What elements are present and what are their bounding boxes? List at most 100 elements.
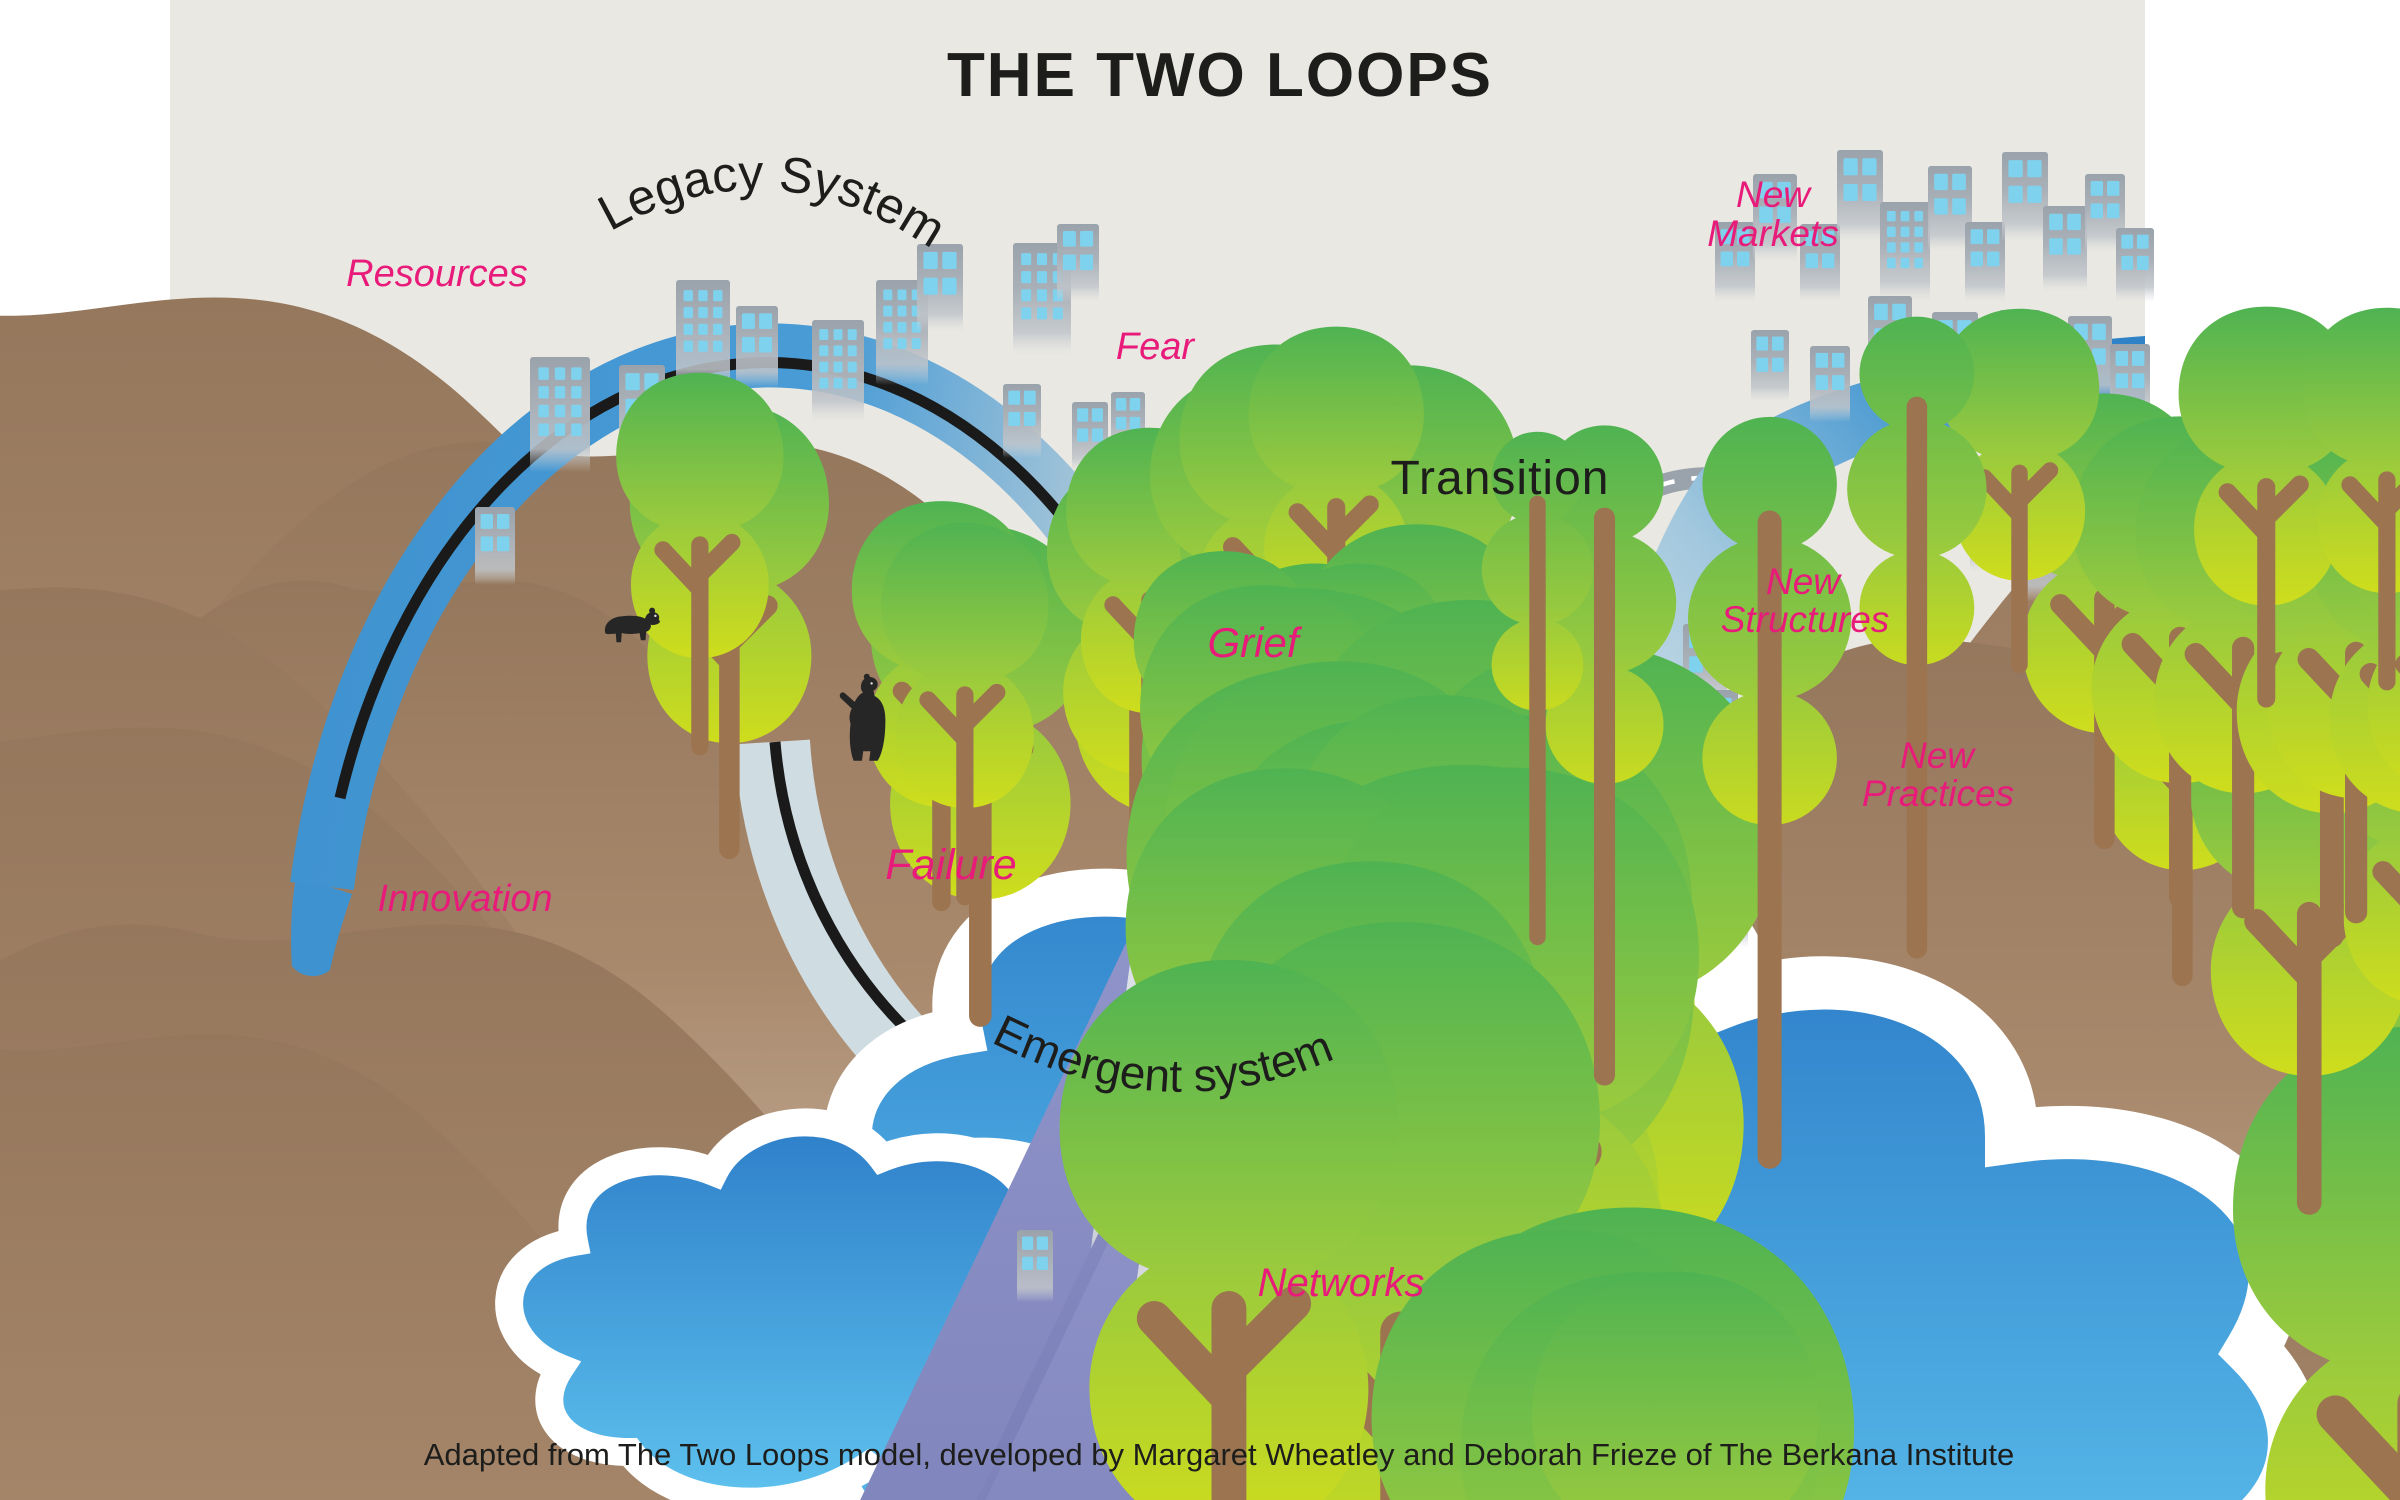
building-window <box>1080 231 1094 247</box>
building-window <box>1759 206 1773 223</box>
building-window <box>1091 428 1103 442</box>
building-window <box>833 329 843 340</box>
building-window <box>683 340 693 352</box>
building-window <box>1914 242 1923 253</box>
new-practices-label-line2: Practices <box>1862 773 2014 814</box>
building-window <box>554 423 566 436</box>
building-window <box>713 323 723 336</box>
building-window <box>1952 173 1966 191</box>
building-icon <box>676 280 730 392</box>
building-window <box>847 345 857 357</box>
building-window <box>1737 229 1750 245</box>
building-window <box>2067 213 2081 231</box>
building-window <box>1023 390 1036 405</box>
building-window <box>1900 211 1910 222</box>
building-window <box>847 377 857 389</box>
building-window <box>1080 254 1094 271</box>
building-window <box>847 361 857 373</box>
building-window <box>923 277 938 295</box>
building-window <box>1900 257 1910 269</box>
building-icon <box>475 507 515 585</box>
building-window <box>497 514 510 529</box>
building-window <box>571 386 582 399</box>
bear-walking-icon <box>604 607 661 643</box>
building-window <box>1689 656 1703 673</box>
building-window <box>1914 211 1923 222</box>
building-window <box>2092 348 2106 365</box>
building-window <box>1892 303 1906 321</box>
building-window <box>923 251 938 270</box>
building-window <box>2049 213 2063 231</box>
building-window <box>1021 271 1032 284</box>
grief-label: Grief <box>1207 619 1302 666</box>
building-window <box>2107 181 2120 196</box>
building-window <box>698 340 708 352</box>
building-window <box>1914 257 1923 269</box>
building-window <box>1720 229 1733 245</box>
building-window <box>2107 203 2120 219</box>
building-window <box>2049 238 2063 255</box>
building-window <box>1874 303 1888 321</box>
building-window <box>1062 231 1076 247</box>
new-markets-label-line1: New <box>1736 174 1812 215</box>
building-window <box>1934 173 1948 191</box>
building-window <box>1970 251 1983 267</box>
building-window <box>1737 251 1750 267</box>
building-window <box>897 289 907 301</box>
building-window <box>1887 211 1896 222</box>
building-window <box>942 277 957 295</box>
building-window <box>2067 238 2081 255</box>
building-window <box>819 361 829 373</box>
building-window <box>554 386 566 399</box>
building-window <box>480 514 493 529</box>
building-window <box>942 251 957 270</box>
building-icon <box>2085 174 2125 252</box>
new-markets-label-line2: Markets <box>1707 213 1839 254</box>
new-structures-label-line2: Structures <box>1721 599 1890 640</box>
building-window <box>1887 257 1896 269</box>
building-icon <box>2043 206 2087 292</box>
building-window <box>698 290 708 302</box>
attribution-footer: Adapted from The Two Loops model, develo… <box>424 1437 2015 1472</box>
building-icon <box>1003 384 1041 458</box>
building-window <box>819 377 829 389</box>
building-icon <box>1715 222 1755 302</box>
building-window <box>1952 198 1966 215</box>
building-icon <box>2002 152 2048 242</box>
bear-standing-icon <box>839 673 886 761</box>
building-window <box>833 377 843 389</box>
page-title: THE TWO LOOPS <box>947 41 1493 110</box>
building-window <box>1843 158 1858 176</box>
building-icon <box>530 357 590 472</box>
building-icon <box>1751 330 1789 402</box>
building-icon <box>1880 202 1930 302</box>
building-icon <box>2116 228 2154 302</box>
building-window <box>683 290 693 302</box>
building-icon <box>1753 174 1797 262</box>
building-window <box>571 404 582 418</box>
building-window <box>2136 234 2149 249</box>
building-window <box>2090 203 2103 219</box>
building-window <box>1914 226 1923 237</box>
building-window <box>1036 253 1048 266</box>
building-window <box>1771 336 1784 351</box>
building-window <box>538 423 549 436</box>
building-window <box>897 321 907 333</box>
building-window <box>2115 351 2128 366</box>
transition-label: Transition <box>1391 452 1610 505</box>
building-window <box>1832 375 1845 391</box>
building-window <box>1129 397 1141 411</box>
building-window <box>2121 255 2134 270</box>
building-icon <box>812 320 864 422</box>
building-window <box>683 323 693 336</box>
building-window <box>1934 198 1948 215</box>
building-window <box>497 536 510 552</box>
building-window <box>1987 229 2000 245</box>
building-window <box>1036 1256 1048 1270</box>
building-window <box>1021 307 1032 320</box>
building-window <box>625 373 640 391</box>
building-window <box>1777 206 1791 223</box>
building-window <box>2121 234 2134 249</box>
building-window <box>698 306 708 319</box>
